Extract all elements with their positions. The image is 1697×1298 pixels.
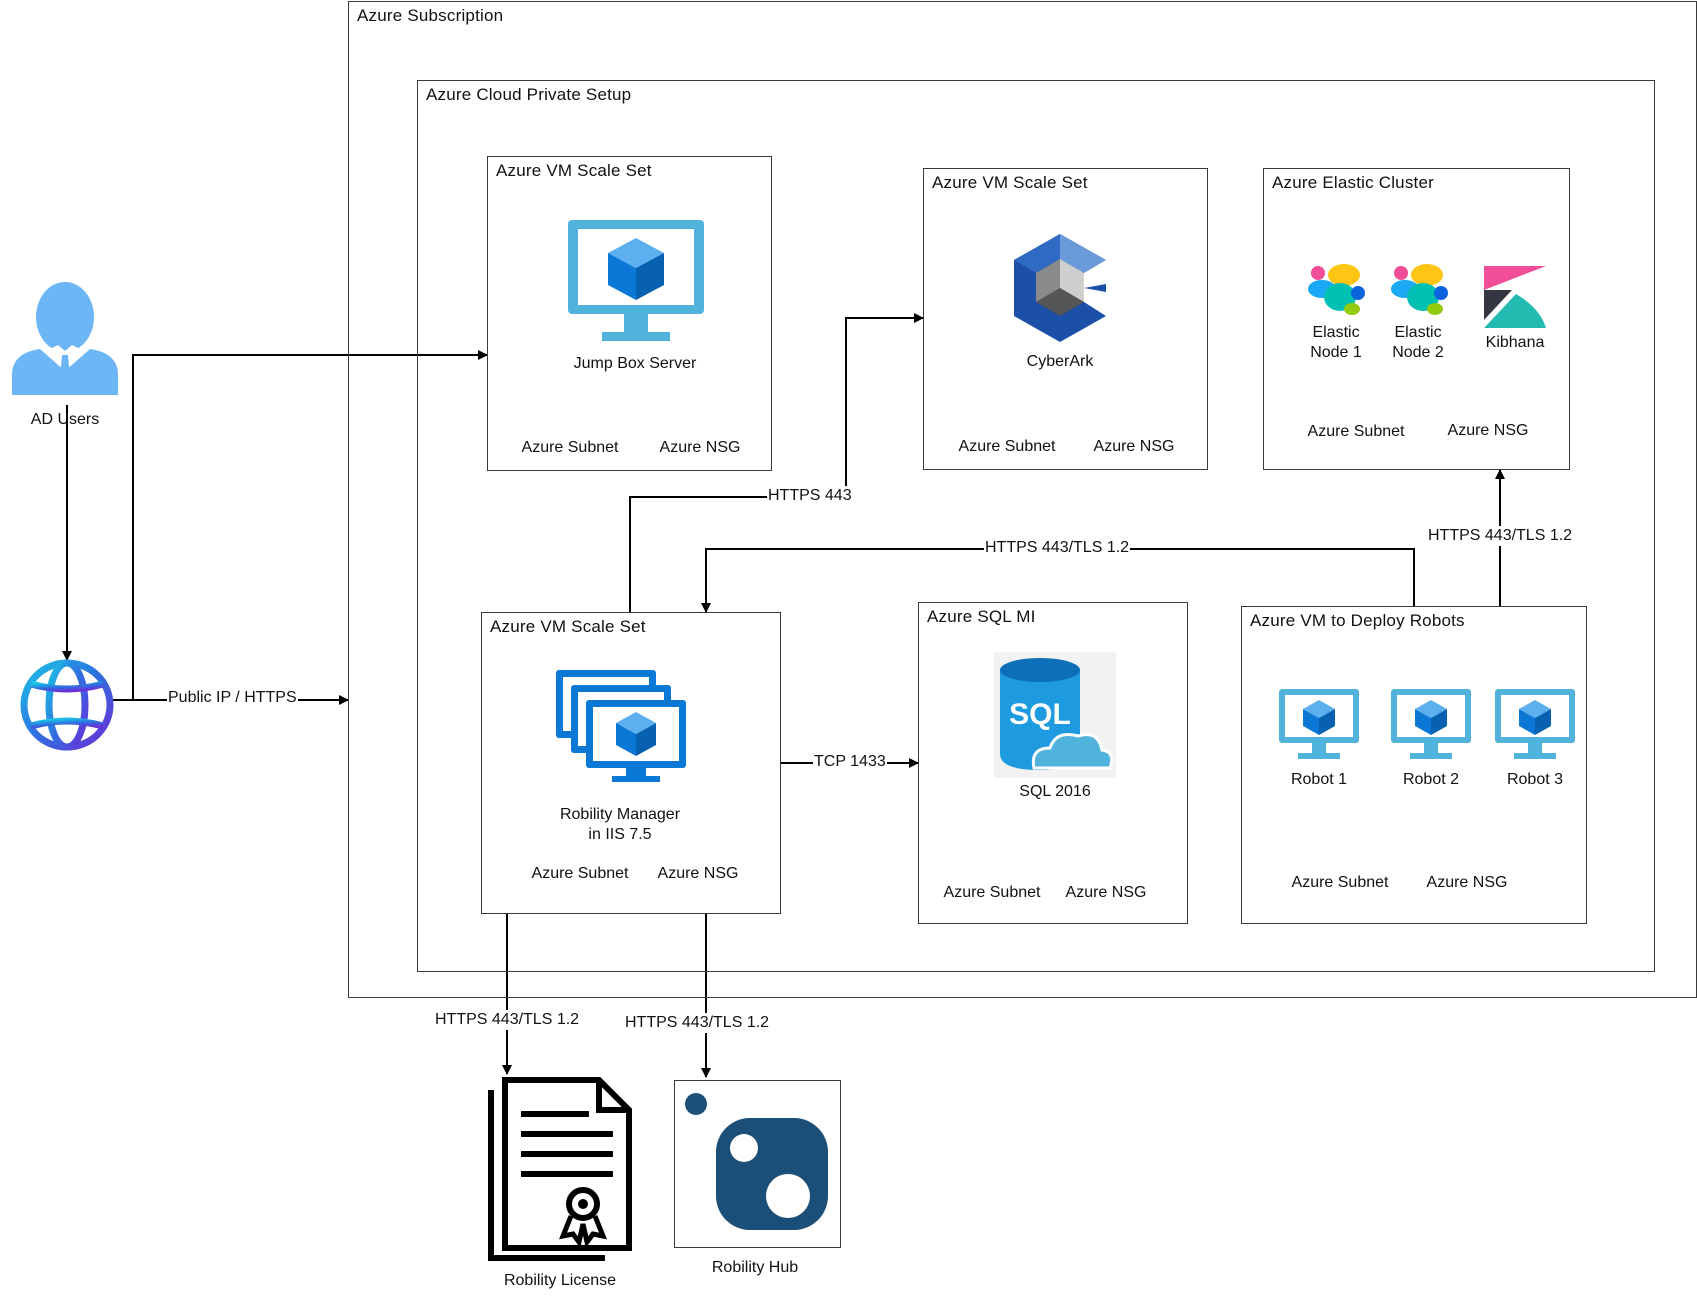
elastic-node-1-icon <box>1308 264 1365 315</box>
vm-scale-set-icon <box>556 670 686 782</box>
svg-text:SQL: SQL <box>1009 698 1071 731</box>
robots-elastic-edge-label: HTTPS 443/TLS 1.2 <box>1427 526 1574 546</box>
manager-label-line2: in IIS 7.5 <box>588 826 652 843</box>
elastic-cluster-title: Azure Elastic Cluster <box>1272 173 1434 192</box>
subscription-title: Azure Subscription <box>357 6 504 25</box>
user-icon <box>12 282 118 395</box>
cyberark-nsg-label: Azure NSG <box>1093 438 1175 455</box>
manager-cyberark-edge-label: HTTPS 443 <box>767 486 853 506</box>
robots-subnet-label: Azure Subnet <box>1291 874 1389 891</box>
cyberark-subnet-label: Azure Subnet <box>958 438 1056 455</box>
public-ip-edge-label: Public IP / HTTPS <box>167 688 298 708</box>
ad-users-label: AD Users <box>30 411 100 428</box>
elastic-cluster-box: Azure Elastic Cluster <box>1263 168 1570 470</box>
manager-nsg-label: Azure NSG <box>657 865 739 882</box>
elastic-node-1-label-line2: Node 1 <box>1310 344 1362 361</box>
jumpbox-server-label: Jump Box Server <box>573 355 697 372</box>
elastic-node-2-label-line1: Elastic <box>1394 324 1442 341</box>
jumpbox-nsg-label: Azure NSG <box>659 439 741 456</box>
sql-subnet-label: Azure Subnet <box>943 884 1041 901</box>
license-document-icon <box>488 1077 632 1261</box>
manager-sql-edge-label: TCP 1433 <box>813 752 887 772</box>
robility-license-label: Robility License <box>503 1272 617 1289</box>
cyberark-logo-icon <box>1014 234 1106 342</box>
cyberark-vmss-box: Azure VM Scale Set <box>923 168 1208 470</box>
elastic-node-1-label-line1: Elastic <box>1312 324 1360 341</box>
manager-license-edge-label: HTTPS 443/TLS 1.2 <box>434 1010 581 1030</box>
cyberark-label: CyberArk <box>1026 353 1094 370</box>
manager-subnet-label: Azure Subnet <box>531 865 629 882</box>
monitor-icon <box>568 220 704 341</box>
manager-vmss-title: Azure VM Scale Set <box>490 617 646 636</box>
elastic-node-2-icon <box>1391 264 1448 315</box>
elastic-node-2-label-line2: Node 2 <box>1392 344 1444 361</box>
robots-vm-box: Azure VM to Deploy Robots <box>1241 606 1587 924</box>
private-setup-frame: Azure Cloud Private Setup <box>417 80 1655 972</box>
jumpbox-vmss-box: Azure VM Scale Set <box>487 156 772 471</box>
robot-3-label: Robot 3 <box>1506 771 1564 788</box>
elastic-nsg-label: Azure NSG <box>1447 422 1529 439</box>
private-setup-title: Azure Cloud Private Setup <box>426 85 632 104</box>
robot-1-monitor-icon <box>1279 689 1359 759</box>
robots-nsg-label: Azure NSG <box>1426 874 1508 891</box>
sql-2016-label: SQL 2016 <box>1019 783 1091 800</box>
manager-hub-edge-label: HTTPS 443/TLS 1.2 <box>624 1013 771 1033</box>
manager-label-line1: Robility Manager <box>559 806 681 823</box>
robot-2-monitor-icon <box>1391 689 1471 759</box>
robots-vm-title: Azure VM to Deploy Robots <box>1250 611 1465 630</box>
sql-nsg-label: Azure NSG <box>1065 884 1147 901</box>
robility-hub-label: Robility Hub <box>711 1259 799 1276</box>
jumpbox-vmss-title: Azure VM Scale Set <box>496 161 652 180</box>
kibana-label: Kibhana <box>1485 334 1545 351</box>
robot-2-label: Robot 2 <box>1402 771 1460 788</box>
globe-icon <box>20 659 114 751</box>
manager-vmss-box: Azure VM Scale Set <box>481 612 781 914</box>
kibana-icon <box>1484 266 1546 328</box>
jumpbox-subnet-label: Azure Subnet <box>521 439 619 456</box>
robot-3-monitor-icon <box>1495 689 1575 759</box>
robot-1-label: Robot 1 <box>1290 771 1348 788</box>
robility-hub-box <box>674 1080 841 1248</box>
robility-hub-icon <box>685 1093 828 1230</box>
sql-mi-title: Azure SQL MI <box>927 607 1036 626</box>
sql-database-icon: SQL <box>994 652 1116 778</box>
sql-mi-box: Azure SQL MI <box>918 602 1188 924</box>
robots-manager-edge-label: HTTPS 443/TLS 1.2 <box>984 538 1131 558</box>
cyberark-vmss-title: Azure VM Scale Set <box>932 173 1088 192</box>
elastic-subnet-label: Azure Subnet <box>1307 423 1405 440</box>
